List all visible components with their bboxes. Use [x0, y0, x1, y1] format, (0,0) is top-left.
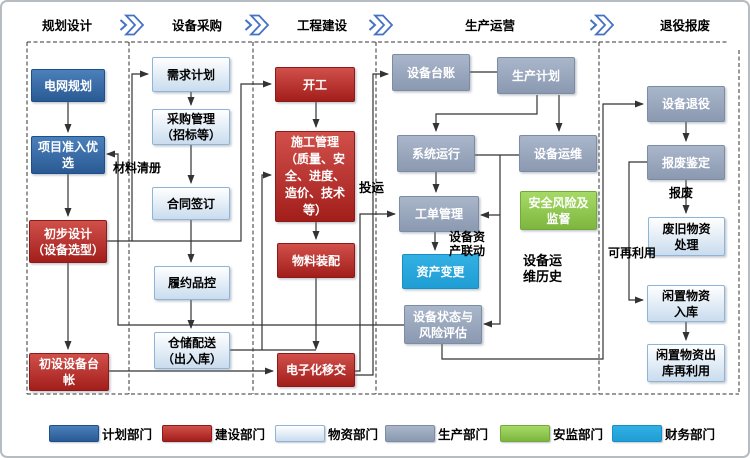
legend-swatch-material-dept — [275, 424, 325, 442]
node-asset-change: 资产变更 — [402, 254, 479, 289]
chevron-icon — [244, 14, 269, 36]
node-system-operation: 系统运行 — [397, 135, 475, 172]
label-om-history: 设备运 维历史 — [523, 254, 563, 285]
node-procurement: 采购管理 （招标等） — [152, 109, 230, 145]
chevron-icon — [589, 14, 614, 36]
phase-title-operation: 生产运营 — [464, 18, 516, 33]
node-idle-reuse: 闲置物资出 库再利用 — [647, 344, 725, 382]
node-safety-risk: 安全风险及 监督 — [520, 191, 597, 230]
legend-swatch-finance-dept — [612, 424, 662, 442]
node-contract: 合同签订 — [152, 187, 230, 220]
node-e-handover: 电子化移交 — [277, 353, 355, 387]
node-demand-plan: 需求计划 — [152, 57, 230, 92]
label-material-list: 材料清册 — [113, 161, 162, 175]
node-grid-planning: 电网规划 — [31, 69, 105, 102]
phase-title-planning: 规划设计 — [41, 18, 93, 33]
node-equipment-om: 设备运维 — [519, 135, 597, 172]
node-production-plan: 生产计划 — [497, 57, 575, 94]
node-equipment-ledger: 设备台账 — [392, 54, 470, 91]
legend-item-safety-dept: 安监部门 — [500, 424, 603, 442]
legend-item-production-dept: 生产部门 — [385, 424, 488, 442]
node-performance-qc: 履约品控 — [154, 266, 230, 300]
legend-item-finance-dept: 财务部门 — [612, 424, 715, 442]
legend-item-planning-dept: 计划部门 — [49, 424, 152, 442]
node-initial-ledger: 初设设备台 帐 — [29, 353, 109, 391]
node-construction-mgmt: 施工管理 （质量、安 全、进度、 造价、技术 等） — [275, 131, 355, 222]
legend-swatch-planning-dept — [49, 424, 99, 442]
node-preliminary-design: 初步设计 （设备选型） — [29, 220, 107, 263]
node-material-assembly: 物料装配 — [277, 243, 355, 278]
node-idle-storage: 闲置物资 入库 — [647, 285, 725, 322]
phase-title-construction: 工程建设 — [296, 18, 348, 33]
legend-swatch-construction-dept — [162, 424, 212, 442]
chevron-icon — [368, 14, 393, 36]
node-status-risk: 设备状态与 风险评估 — [404, 305, 482, 344]
node-scrap-appraisal: 报废鉴定 — [647, 145, 725, 180]
chevron-icon — [119, 14, 144, 36]
node-decommission: 设备退役 — [647, 86, 725, 122]
legend-item-construction-dept: 建设部门 — [162, 424, 265, 442]
node-warehouse: 仓储配送 （出入库） — [154, 332, 230, 369]
node-work-order: 工单管理 — [399, 196, 479, 232]
label-asset-linkage: 设备资 产联动 — [449, 230, 486, 258]
node-waste-disposal: 废旧物资 处理 — [648, 217, 725, 256]
label-scrap: 报废 — [669, 186, 694, 200]
node-start-work: 开工 — [275, 67, 355, 102]
phase-title-decommission: 退役报废 — [659, 18, 711, 33]
legend-swatch-production-dept — [385, 424, 435, 442]
phase-title-procurement: 设备采购 — [171, 18, 223, 33]
node-project-access: 项目准入优 选 — [31, 136, 105, 174]
label-commissioning: 投运 — [359, 180, 385, 195]
legend-swatch-safety-dept — [500, 424, 550, 442]
legend-item-material-dept: 物资部门 — [275, 424, 378, 442]
label-reusable: 可再利用 — [608, 246, 657, 260]
